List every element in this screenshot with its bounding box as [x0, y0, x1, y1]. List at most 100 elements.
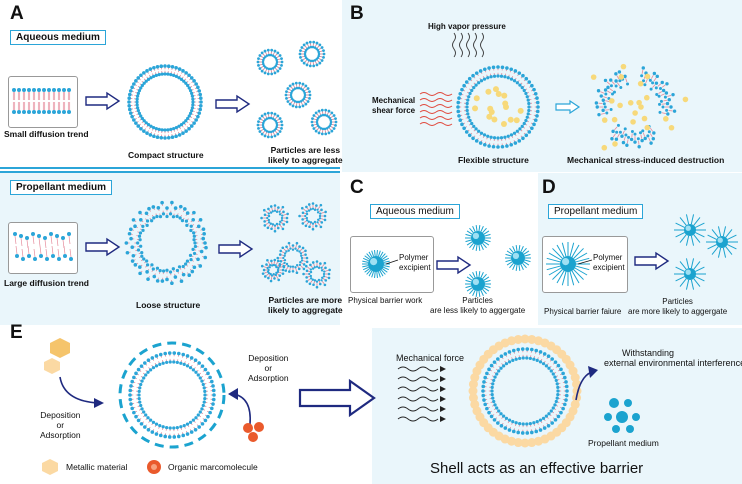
panel-d-propellant-label: Propellant medium — [548, 204, 644, 219]
dep-left-line2: or — [56, 420, 65, 430]
metal-hex-2 — [44, 358, 60, 374]
flexible-vesicle — [456, 65, 540, 149]
shelled-vesicle — [468, 334, 582, 448]
panel-d-polymer-line1: Polymer — [593, 253, 623, 262]
lipid-head — [37, 234, 41, 238]
lipid-bilayer — [302, 260, 331, 289]
withstanding-label: Withstanding external environmental inte… — [604, 348, 742, 368]
drug-dot — [486, 113, 493, 120]
separated-vesicles — [256, 40, 338, 139]
lipid-bilayer — [127, 64, 203, 140]
panel-c-polymer-particle — [362, 250, 399, 278]
propellant-droplet — [609, 398, 619, 408]
released-drug-dot — [641, 115, 648, 122]
force-wave — [397, 386, 439, 392]
lipid-head — [42, 88, 46, 92]
panel-d-barrier-caption: Physical barrier faiure — [544, 307, 622, 316]
lipid-bilayer — [260, 258, 286, 283]
released-drug-dot — [590, 74, 597, 80]
polymer-coated-particle — [706, 226, 738, 258]
lipid-head — [12, 88, 16, 92]
destruction-caption: Mechanical stress-induced destruction — [567, 155, 725, 165]
lipid-head — [19, 234, 23, 238]
arrow-a2 — [215, 94, 251, 114]
high-vapor-caption: High vapor pressure — [428, 22, 506, 31]
panel-label-b: B — [350, 3, 364, 24]
panel-c-aqueous-label: Aqueous medium — [370, 204, 460, 219]
lipid-head — [22, 88, 26, 92]
released-drug-dot — [643, 94, 650, 101]
organic-sphere-2 — [254, 422, 264, 432]
shear-wave — [419, 110, 453, 114]
organic-spheres — [243, 422, 264, 442]
arrow-b — [555, 99, 581, 115]
vapor-waves — [452, 32, 484, 58]
arrow-e-big — [298, 378, 376, 418]
shell-forming-vesicle — [118, 341, 226, 449]
panel-label-d: D — [542, 177, 556, 198]
released-drug-dot — [630, 119, 636, 125]
panel-label-a: A — [10, 3, 24, 24]
released-drug-dot — [601, 117, 608, 123]
lipid-bilayer — [256, 48, 284, 76]
dep-right-line2: or — [264, 363, 273, 373]
drug-dot — [472, 105, 479, 112]
organic-sphere-1 — [243, 423, 253, 433]
shear-wave — [419, 116, 453, 120]
lipid-bilayer — [128, 351, 216, 439]
released-drug-dot — [627, 100, 634, 106]
propellant-medium-e-label: Propellant medium — [588, 438, 659, 448]
panel-c-polymer-line2: excipient — [399, 263, 431, 272]
panel-d-polymer-particle — [546, 242, 593, 286]
shear-wave — [419, 98, 453, 102]
polymer-coated-particle — [362, 250, 390, 278]
lipid-bilayer — [298, 202, 327, 231]
lipid-bilayer — [310, 108, 338, 136]
panel-c-particles-caption: Particles are less likely to aggergate — [430, 296, 525, 316]
panel-c-particles-line2: are less likely to aggergate — [430, 306, 526, 315]
vapor-wave — [459, 32, 463, 58]
lipid-head — [43, 236, 47, 240]
propellant-droplet — [632, 413, 640, 421]
arrow-e-dep-right — [228, 388, 251, 425]
vapor-wave — [473, 32, 477, 58]
panel-d-polymer-line2: excipient — [593, 263, 625, 272]
lipid-bilayer — [284, 81, 312, 109]
shear-wave — [419, 122, 453, 126]
large-diffusion-lipids — [13, 232, 73, 261]
lipid-head — [25, 236, 29, 240]
shell-barrier-caption: Shell acts as an effective barrier — [430, 460, 644, 477]
more-aggregate-line2: likely to aggregate — [268, 305, 343, 315]
vapor-wave — [466, 32, 470, 58]
panel-c-dispersed-particles — [465, 225, 531, 297]
panel-a-divider-2 — [0, 171, 340, 173]
force-wave — [397, 396, 439, 402]
panel-d-particles-line2: are more likely to aggergate — [628, 307, 728, 316]
panel-b-bg — [342, 0, 742, 172]
dashed-shell — [118, 341, 226, 449]
destroyed-vesicle — [590, 63, 689, 151]
released-drug-dot — [617, 102, 623, 109]
panel-d-particles-caption: Particles are more likely to aggergate — [628, 297, 727, 317]
released-drug-dot — [636, 99, 642, 106]
mechanical-force-label: Mechanical force — [396, 353, 465, 363]
lipid-head — [61, 236, 65, 240]
released-drug-dot — [637, 80, 644, 87]
shear-waves — [419, 92, 453, 126]
compact-structure-caption: Compact structure — [128, 150, 204, 160]
propellant-medium-label: Propellant medium — [10, 180, 113, 195]
more-aggregate-line1: Particles are more — [268, 295, 343, 305]
less-aggregate-caption: Particles are less likely to aggregate — [268, 145, 343, 165]
propellant-droplets — [604, 398, 640, 433]
propellant-droplet — [616, 411, 628, 423]
loose-vesicle — [124, 200, 208, 286]
panel-label-c: C — [350, 177, 364, 198]
withstanding-line2: external environmental interference — [604, 358, 742, 368]
lipid-bilayer — [481, 347, 569, 435]
drug-dot — [495, 91, 502, 98]
panel-d-particles-line1: Particles — [662, 297, 693, 306]
shear-line2: shear force — [372, 106, 416, 115]
lipid-bilayer — [256, 111, 284, 139]
drug-dot — [500, 120, 507, 127]
polymer-coated-particle — [465, 225, 491, 251]
